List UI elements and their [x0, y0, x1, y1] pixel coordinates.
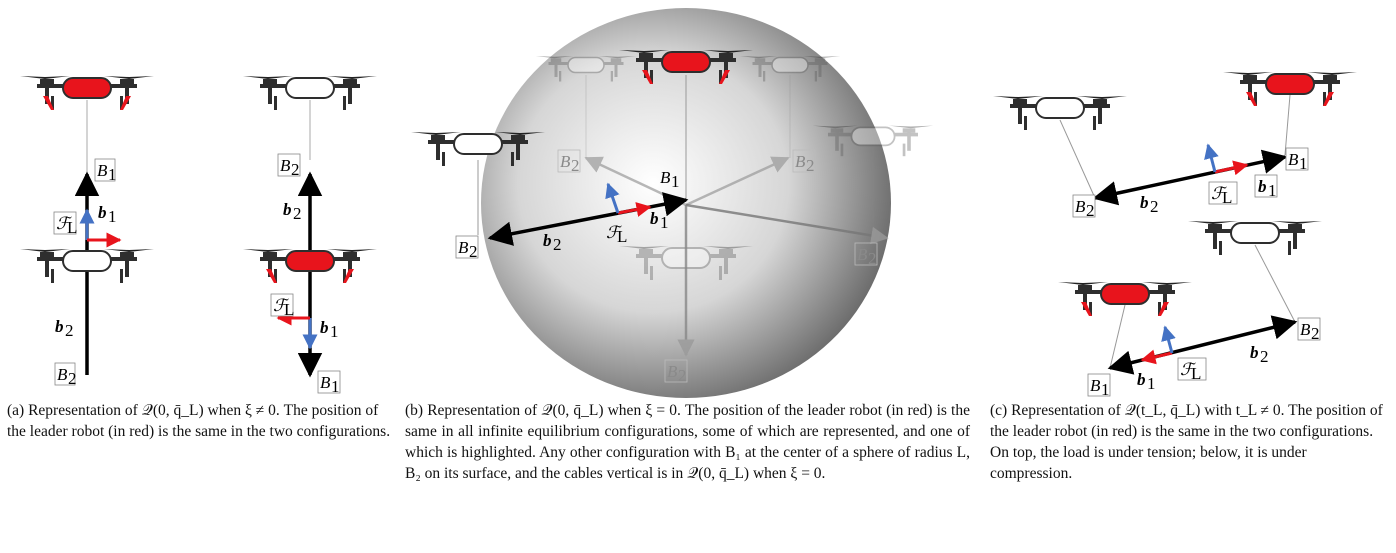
svg-text:ℱ: ℱ	[273, 296, 290, 315]
follower-drone	[241, 74, 379, 112]
svg-text:ℱ: ℱ	[606, 223, 623, 242]
svg-text:b: b	[650, 209, 659, 228]
svg-text:2: 2	[1086, 201, 1095, 220]
cable-line	[1059, 119, 1096, 199]
leader-drone	[1221, 70, 1359, 108]
svg-text:2: 2	[553, 235, 562, 254]
cable-line	[1284, 94, 1291, 156]
svg-text:1: 1	[1268, 181, 1277, 200]
caption-b: (b) Representation of 𝒬(0, q̄_L) when ξ …	[405, 402, 970, 482]
panel-b: B 2 B 2 B 2 B 2 B 1 b 1 ℱ L b 2	[409, 8, 936, 398]
follower-drone	[18, 247, 156, 285]
svg-text:1: 1	[331, 377, 340, 396]
svg-text:L: L	[284, 300, 294, 319]
svg-text:2: 2	[1260, 347, 1269, 366]
leader-drone	[241, 247, 379, 285]
svg-text:b: b	[1250, 343, 1259, 362]
svg-text:1: 1	[1299, 154, 1308, 173]
faint-bar	[685, 203, 889, 245]
cable-line	[1109, 304, 1126, 369]
svg-text:2: 2	[68, 369, 77, 388]
svg-text:1: 1	[330, 322, 339, 341]
follower-drone	[409, 130, 547, 168]
follower-drone	[991, 94, 1129, 132]
b1-vector	[605, 182, 620, 214]
leader-drone	[18, 74, 156, 112]
svg-text:2: 2	[469, 242, 478, 261]
label-B2: B	[57, 365, 68, 384]
svg-text:2: 2	[1311, 324, 1320, 343]
svg-text:B: B	[1300, 320, 1311, 339]
follower-drone	[1186, 219, 1324, 257]
load-bar	[487, 192, 689, 246]
svg-text:B: B	[795, 152, 806, 171]
svg-text:1: 1	[108, 165, 117, 184]
svg-text:B: B	[560, 152, 571, 171]
svg-text:2: 2	[806, 156, 815, 175]
svg-text:B: B	[320, 373, 331, 392]
svg-text:B: B	[280, 156, 291, 175]
svg-text:B: B	[1288, 150, 1299, 169]
svg-text:B: B	[1075, 197, 1086, 216]
svg-text:b: b	[1137, 370, 1146, 389]
svg-text:b: b	[543, 231, 552, 250]
svg-text:2: 2	[65, 321, 74, 340]
svg-text:2: 2	[571, 156, 580, 175]
svg-text:2: 2	[1150, 197, 1159, 216]
faint-bar	[685, 156, 790, 207]
svg-text:1: 1	[1101, 380, 1110, 399]
force-vector	[617, 202, 652, 217]
svg-text:B: B	[458, 238, 469, 257]
svg-text:ℱ: ℱ	[1211, 184, 1228, 203]
b1-vector	[1161, 325, 1176, 354]
b1-vector	[1204, 143, 1219, 173]
label-FL: ℱ	[56, 214, 73, 233]
cable-line	[1254, 244, 1296, 323]
label-b1: b	[98, 203, 107, 222]
panel-c: B 1 ℱ L b 1 b 2 B 2 B 2 b 2 ℱ	[991, 70, 1359, 399]
load-bar	[1092, 149, 1288, 206]
svg-text:b: b	[283, 200, 292, 219]
label-b2: b	[55, 317, 64, 336]
panel-a: B 1 b 1 ℱ L b 2 B 2 B 2 b 2 ℱ L b	[18, 74, 379, 396]
svg-text:L: L	[1191, 364, 1201, 383]
svg-text:2: 2	[868, 249, 877, 268]
leader-drone	[617, 48, 755, 86]
caption-a: (a) Representation of 𝒬(0, q̄_L) when ξ …	[7, 402, 391, 440]
svg-text:ℱ: ℱ	[1180, 360, 1197, 379]
svg-text:1: 1	[108, 207, 117, 226]
force-vector	[1214, 160, 1249, 176]
svg-text:B: B	[857, 245, 868, 264]
svg-text:b: b	[1258, 177, 1267, 196]
svg-text:L: L	[617, 227, 627, 246]
force-vector	[1140, 349, 1173, 365]
svg-text:1: 1	[660, 213, 669, 232]
svg-text:b: b	[1140, 193, 1149, 212]
svg-text:2: 2	[678, 366, 687, 385]
svg-text:L: L	[1222, 188, 1232, 207]
svg-text:B: B	[660, 168, 671, 187]
figure-panels: B 1 b 1 ℱ L b 2 B 2 B 2 b 2 ℱ L b	[18, 8, 1359, 399]
svg-text:2: 2	[291, 160, 300, 179]
svg-text:1: 1	[1147, 374, 1156, 393]
svg-text:1: 1	[671, 172, 680, 191]
leader-drone	[1056, 280, 1194, 318]
svg-text:B: B	[1090, 376, 1101, 395]
svg-text:2: 2	[293, 204, 302, 223]
svg-text:b: b	[320, 318, 329, 337]
label-B1: B	[97, 161, 108, 180]
svg-text:L: L	[67, 218, 77, 237]
caption-c: (c) Representation of 𝒬(t_L, q̄_L) with …	[990, 402, 1383, 482]
svg-text:B: B	[667, 362, 678, 381]
